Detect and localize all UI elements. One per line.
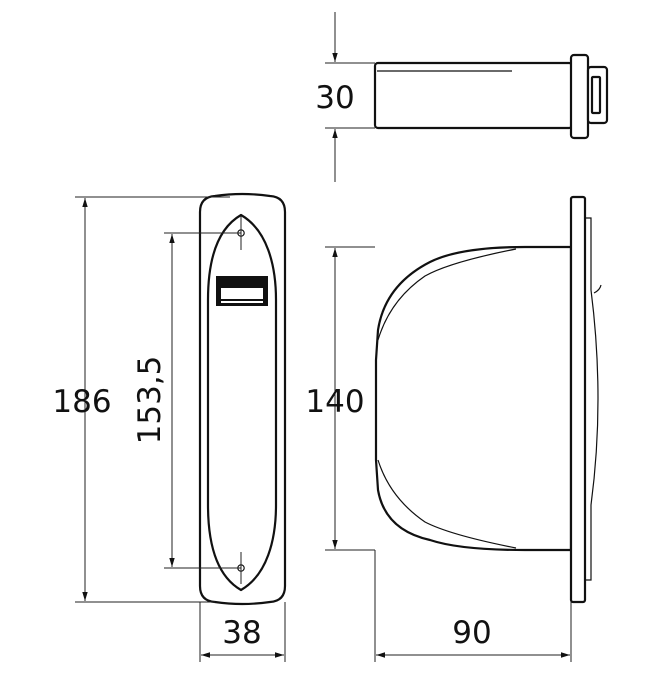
dimension-lines [75, 12, 572, 662]
top-body [373, 61, 574, 130]
dim-140: 140 [305, 384, 364, 420]
top-cap-inner [590, 75, 602, 115]
side-plate [569, 195, 587, 604]
front-view [198, 192, 287, 606]
side-body [374, 245, 573, 552]
front-oval [206, 213, 278, 592]
top-flange [569, 53, 590, 140]
side-cover [585, 217, 599, 581]
top-view [373, 53, 609, 140]
dim-38: 38 [222, 615, 261, 651]
dim-186: 186 [52, 384, 111, 420]
dim-90: 90 [452, 615, 491, 651]
dim-30: 30 [315, 80, 354, 116]
dim-153-5: 153,5 [132, 356, 168, 445]
side-view [374, 195, 602, 604]
